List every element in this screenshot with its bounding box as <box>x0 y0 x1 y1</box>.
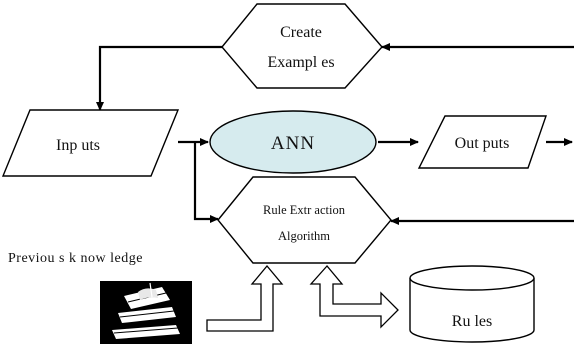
hollow-arrow-books-to-rule-extraction <box>206 264 284 332</box>
rules-label: Ru les <box>452 313 492 330</box>
ann-node: ANN <box>209 110 377 174</box>
create-examples-line1: Create <box>280 24 322 41</box>
create-examples-node: Create Exampl es <box>221 3 383 89</box>
create-examples-line2: Exampl es <box>267 54 334 71</box>
rule-extraction-line2: Algorithm <box>278 229 330 243</box>
arrow-inputs-to-rule-extraction <box>193 142 219 223</box>
rules-node: Ru les <box>409 265 535 343</box>
rule-extraction-line1: Rule Extr action <box>263 203 346 217</box>
inputs-label: Inp uts <box>56 137 100 154</box>
rule-extraction-node: Rule Extr action Algorithm <box>217 176 392 264</box>
outputs-label: Out puts <box>455 135 510 152</box>
ann-ellipse <box>209 110 377 174</box>
previous-knowledge-label: Previou s k now ledge <box>8 251 143 266</box>
ann-label: ANN <box>271 133 315 154</box>
outputs-node: Out puts <box>417 115 547 169</box>
arrow-create-examples-to-inputs <box>96 45 222 111</box>
stack-of-books-icon <box>100 281 192 344</box>
hollow-arrow-rule-extraction-to-rules <box>309 265 399 329</box>
inputs-node: Inp uts <box>1 109 180 177</box>
